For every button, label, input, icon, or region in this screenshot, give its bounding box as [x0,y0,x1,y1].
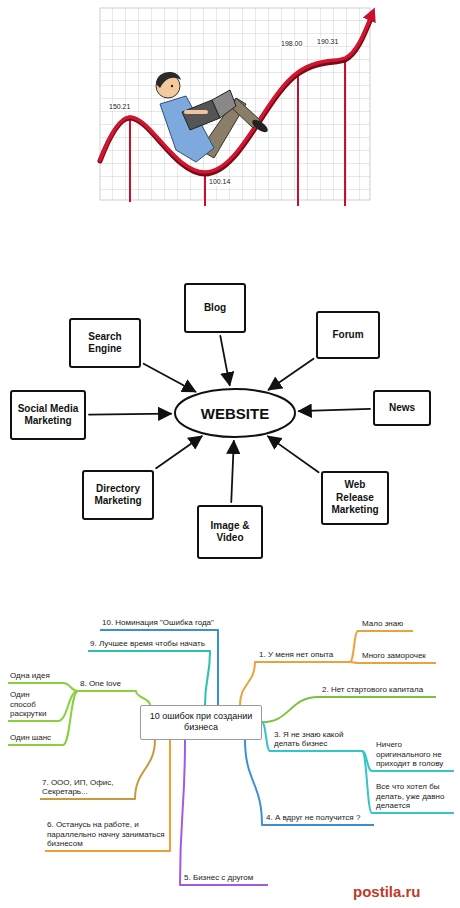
node-text: Web Release Marketing [327,479,383,517]
central-topic: 10 ошибок при создании бизнеса [140,705,262,740]
branch-line [362,751,372,813]
branch-topic: Один шанс [8,733,63,746]
branch-line [63,683,78,691]
node-text: 4. А вдруг не получится ? [266,813,372,823]
branch-topic: 6. Останусь на работе, и параллельно нач… [45,820,170,852]
branch-line [262,697,318,722]
node-text: 1. У меня нет опыта [259,650,348,660]
drop-line [129,117,131,202]
node-text: Мало знаю [362,619,411,629]
node-text: Много заморочек [362,651,434,661]
node-text: 7. ООО, ИП, Офис, Секретарь... [42,778,131,797]
value-label: 190.31 [316,38,339,46]
node-text: 5. Бизнес с другом [184,873,266,883]
source-box: Web Release Marketing [321,471,389,525]
arrow-connector [156,436,202,468]
source-box: Forum [316,311,380,359]
branch-topic: 5. Бизнес с другом [180,873,268,886]
branch-line [136,691,150,705]
node-text: Search Engine [75,331,135,356]
node-text: Один способ раскрутки [10,690,54,719]
branch-topic: 3. Я не знаю какой делать бизнес [270,730,362,752]
branch-topic: Много заморочек [358,651,436,664]
branch-topic: 2. Нет стартового капитала [318,685,436,698]
branch-line [169,740,171,852]
source-box: Search Engine [69,318,141,368]
hair [156,72,181,88]
arrow-connector [231,441,234,502]
node-text: Одна идея [10,671,59,681]
chart-grid [100,8,370,200]
source-box: Image & Video [197,505,263,559]
node-text: Ничего оригинального не приходит в голов… [376,740,452,769]
value-label: 150.21 [108,103,131,111]
arrow-connector [220,336,229,385]
ellipse-shape [175,389,295,437]
drop-line [204,172,206,206]
hub-ellipse: WEBSITE [174,388,296,438]
branch-topic: Мало знаю [358,619,413,632]
node-text: 10 ошибок при создании бизнеса [147,711,255,734]
branch-line [350,662,358,663]
shoe [250,118,269,135]
branch-topic: 4. А вдруг не получится ? [262,813,374,826]
arrow-connector [268,436,319,472]
node-text: Image & Video [203,520,257,545]
node-text: Forum [332,329,363,342]
laptop-screen [212,90,236,118]
node-text: Social Media Marketing [16,403,80,428]
branch-line [217,630,219,705]
node-text: 6. Останусь на работе, и параллельно нач… [47,820,166,849]
source-box: Directory Marketing [82,470,154,520]
branch-line [262,722,270,751]
man-figure [156,72,270,162]
branch-topic: 8. One love [78,679,136,692]
branch-line [63,691,78,745]
node-text: News [389,402,415,415]
eye [171,85,173,87]
node-text: 10. Номинация "Ошибка года" [102,618,214,628]
branch-line [205,651,210,705]
trend-curve [100,14,372,172]
drop-line [344,58,346,206]
branch-line [350,631,358,662]
branch-topic: 7. ООО, ИП, Офис, Секретарь... [40,778,135,800]
value-label: 100.14 [208,178,231,186]
arrow-connector [89,413,171,416]
branch-line [240,662,255,705]
branch-topic: 10. Номинация "Ошибка года" [100,618,218,631]
branch-line [180,740,185,886]
branch-topic: 1. У меня нет опыта [255,650,350,663]
branch-line [245,740,262,826]
node-text: Один шанс [10,733,59,743]
arrow-connector [299,409,370,411]
drop-lines [130,58,345,206]
node-text: Blog [204,302,226,315]
arrow-connector [269,359,314,390]
watermark: postila.ru [352,884,422,901]
node-text: Все что хотел бы делать, уже давно делае… [376,782,452,811]
drop-line [297,72,299,206]
value-label: 198.00 [280,40,303,48]
source-box: News [373,390,431,426]
branch-topic: Одна идея [8,671,63,684]
node-text: 2. Нет стартового капитала [322,685,434,695]
source-box: Blog [184,283,246,333]
branch-topic: Ничего оригинального не приходит в голов… [372,740,454,772]
node-text: 8. One love [80,679,132,689]
branch-topic: Все что хотел бы делать, уже давно делае… [372,782,454,814]
node-text: Directory Marketing [88,483,148,508]
branch-line [135,740,155,800]
node-text: 9. Лучшее время чтобы начать [90,639,206,649]
branch-topic: 9. Лучшее время чтобы начать [88,639,210,652]
branch-topic: Один способ раскрутки [8,690,58,722]
node-text: 3. Я не знаю какой делать бизнес [274,730,360,749]
arm [186,110,206,114]
arrow-connector [144,364,196,392]
node-text: WEBSITE [201,405,269,422]
source-box: Social Media Marketing [10,390,86,440]
